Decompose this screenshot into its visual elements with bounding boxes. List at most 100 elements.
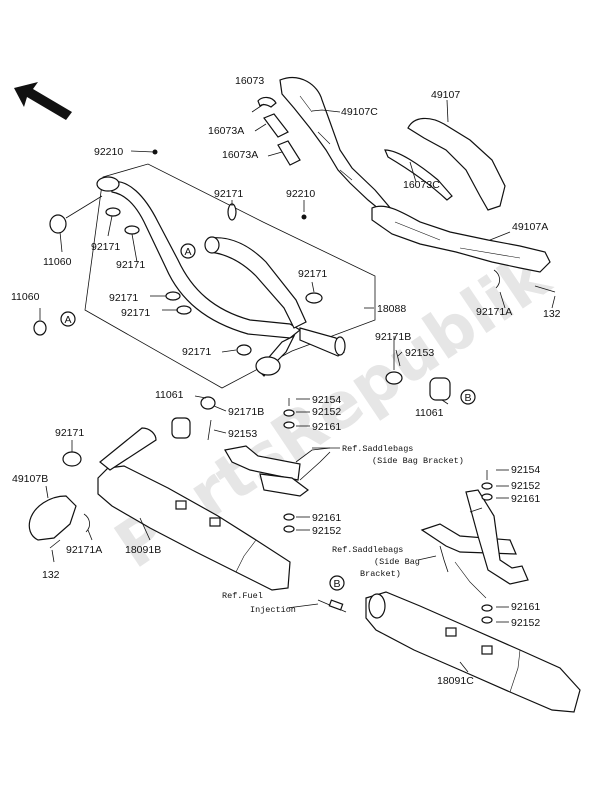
saddlebag-bracket-left (224, 445, 331, 497)
part-label: 92152 (511, 480, 540, 492)
bolt-132-right (534, 285, 556, 293)
marker-a-1-text: A (185, 246, 192, 258)
ref-saddlebags-1-line1: Ref.Saddlebags (342, 444, 413, 454)
clamp-92171a-left (83, 513, 90, 533)
end-cap-49107b (28, 495, 77, 541)
part-label: 92171 (55, 427, 84, 439)
part-label: 18091B (125, 544, 161, 556)
clamp-92171-4 (165, 291, 181, 301)
part-label: 92171 (109, 292, 138, 304)
washer-92161-b (283, 513, 295, 521)
saddlebag-bracket-right (420, 489, 529, 599)
part-label: 92171 (91, 241, 120, 253)
clamp-16073c (384, 149, 453, 201)
part-label: 49107A (512, 221, 548, 233)
part-label: 132 (42, 569, 60, 581)
marker-b-1: B (460, 389, 476, 405)
washer-92161-a (283, 421, 295, 429)
part-label: 92210 (94, 146, 123, 158)
part-label: 92154 (312, 394, 341, 406)
oxygen-sensor (317, 599, 347, 613)
heat-shield-49107a (371, 205, 551, 273)
marker-a-1: A (180, 243, 196, 259)
part-label: 92154 (511, 464, 540, 476)
washer-92161-c (481, 493, 493, 501)
washer-92152-d (481, 616, 493, 624)
part-label: 11060 (43, 256, 72, 268)
part-label: 92210 (286, 188, 315, 200)
part-label: 16073 (235, 75, 264, 87)
ref-fuel-injection-line1: Ref.Fuel (222, 591, 263, 601)
clamp-92171-8 (62, 451, 82, 467)
clamp-92171-2 (124, 225, 140, 235)
exhaust-pipe-18088 (96, 176, 346, 377)
ref-saddlebags-2-line2: (Side Bag (374, 557, 420, 567)
part-labels: 16073 49107C 16073A 16073A 49107 16073C … (11, 75, 561, 687)
part-label: 49107C (341, 106, 378, 118)
part-label: 92171 (116, 259, 145, 271)
assembly-outline-front (84, 163, 376, 389)
muffler-18091c (365, 591, 581, 713)
clamp-16073a-lower (277, 140, 301, 166)
leader-lines (39, 99, 556, 673)
marker-b-1-text: B (465, 392, 472, 404)
part-label: 92171 (121, 307, 150, 319)
bolt-92153-a (395, 349, 401, 367)
washer-92152-c (481, 482, 493, 490)
part-label: 92153 (228, 428, 257, 440)
part-label: 11061 (415, 407, 444, 419)
part-label: 11061 (155, 389, 184, 401)
heat-shield-49107 (407, 117, 506, 211)
part-label: 92161 (511, 493, 540, 505)
part-label: 18091C (437, 675, 474, 687)
marker-a-2-text: A (65, 314, 72, 326)
ref-saddlebags-1-line2: (Side Bag Bracket) (372, 456, 464, 466)
part-label: 132 (543, 308, 561, 320)
part-label: 92161 (312, 512, 341, 524)
ref-saddlebags-2-line3: Bracket) (360, 569, 401, 579)
marker-a-2: A (60, 311, 76, 327)
gasket-11061-right (429, 377, 451, 401)
part-label: 49107 (431, 89, 460, 101)
part-label: 92171 (298, 268, 327, 280)
clamp-92171b-1 (385, 371, 403, 385)
clamp-92171-3 (227, 203, 237, 221)
clamp-16073 (257, 96, 277, 108)
part-label: 92171B (228, 406, 264, 418)
part-label: 49107B (12, 473, 48, 485)
muffler-18091b (97, 427, 291, 591)
part-label: 92171 (182, 346, 211, 358)
clamp-92171a-right (493, 269, 500, 289)
part-label: 92152 (312, 525, 341, 537)
part-label: 92171 (214, 188, 243, 200)
part-label: 92152 (511, 617, 540, 629)
part-label: 92161 (312, 421, 341, 433)
part-label: 11060 (11, 291, 40, 303)
bolt-132-left (49, 539, 61, 549)
part-label: 92152 (312, 406, 341, 418)
bolt-92153-b (207, 419, 212, 441)
gasket-11060-lower (33, 320, 47, 336)
clamp-92171-5 (176, 305, 192, 315)
bolt-92210 (152, 149, 158, 155)
part-label: 92171A (66, 544, 102, 556)
marker-b-2-text: B (334, 578, 341, 590)
ref-saddlebags-2-line1: Ref.Saddlebags (332, 545, 403, 555)
gasket-11061-left (171, 417, 191, 439)
clamp-92171b-2 (200, 396, 216, 410)
gasket-11060-upper (49, 214, 67, 234)
reference-notes: Ref.Saddlebags (Side Bag Bracket) Ref.Sa… (222, 444, 464, 615)
part-label: 92161 (511, 601, 540, 613)
part-label: 92153 (405, 347, 434, 359)
front-direction-arrow-icon (14, 82, 72, 120)
clamp-92171-1 (105, 207, 121, 217)
part-label: 92171B (375, 331, 411, 343)
clamp-92171-7 (236, 344, 252, 356)
part-label: 16073A (222, 149, 258, 161)
part-label: 16073A (208, 125, 244, 137)
marker-b-2: B (329, 575, 345, 591)
washer-92161-d (481, 604, 493, 612)
heat-shield-49107c (279, 77, 393, 215)
part-label: 92171A (476, 306, 512, 318)
